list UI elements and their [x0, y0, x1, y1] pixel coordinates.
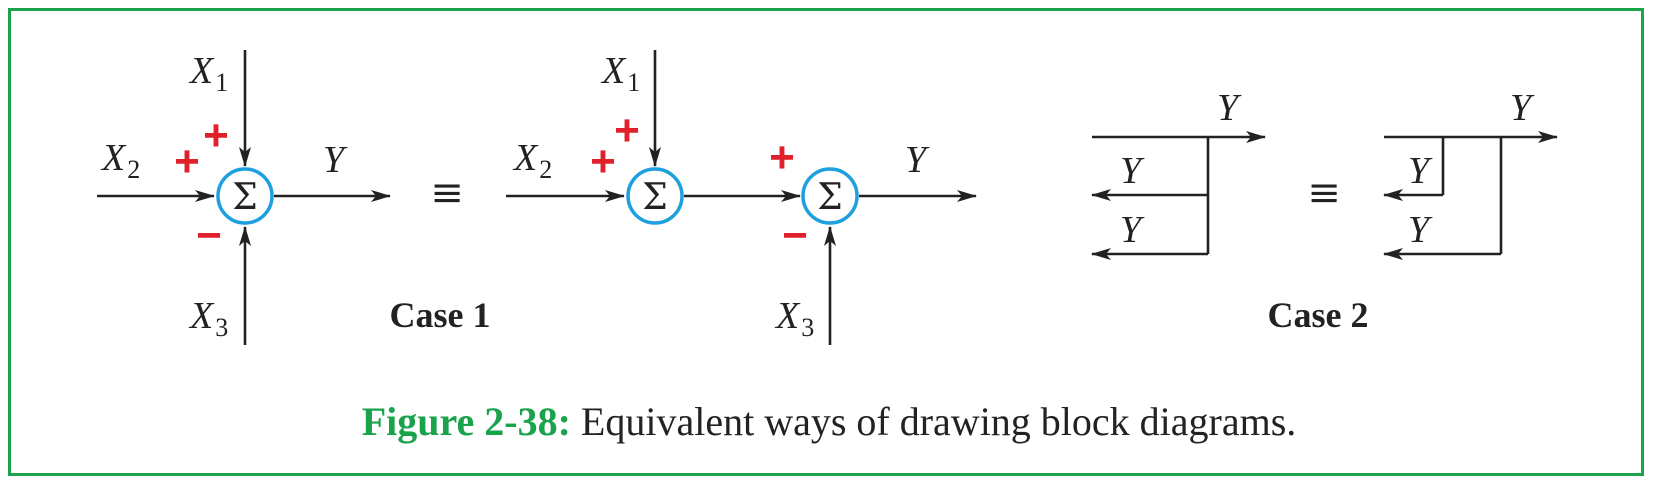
summing-junction-2	[801, 167, 859, 225]
case1-label: Case 1	[390, 295, 491, 335]
plus-sign-x2-b: +	[590, 137, 616, 186]
figure-caption: Figure 2-38: Equivalent ways of drawing …	[0, 398, 1658, 445]
case2-single-takeoff: Y Y Y	[1091, 87, 1266, 260]
y-label-branch-2-b: Y	[1408, 209, 1433, 251]
plus-sign-x2: +	[174, 137, 200, 186]
equivalence-symbol-case1: ≡	[430, 170, 464, 216]
x3-label-b: X3	[774, 295, 814, 342]
x2-label: X2	[100, 137, 140, 184]
y-label-b: Y	[905, 139, 930, 181]
caption-text: Equivalent ways of drawing block diagram…	[580, 399, 1297, 444]
equivalence-symbol-case2: ≡	[1307, 170, 1341, 216]
plus-sign-x1-b: +	[614, 106, 640, 155]
case2-two-takeoffs: Y Y Y	[1383, 87, 1558, 260]
sigma-symbol: Σ	[232, 177, 257, 218]
plus-sign-summer2: +	[769, 133, 795, 182]
case1-two-summers: Σ Σ X1 X2 X3 Y + + + −	[506, 50, 977, 345]
case2-label: Case 2	[1268, 295, 1369, 335]
y-label-branch-1: Y	[1120, 150, 1145, 192]
case1-single-summer: Σ X1 X2 X3 Y + + −	[97, 50, 391, 345]
x3-label: X3	[188, 295, 228, 342]
figure-number: Figure 2-38:	[361, 399, 571, 444]
summing-junction-1	[626, 167, 684, 225]
x1-label: X1	[188, 50, 228, 97]
y-label-main: Y	[1217, 87, 1242, 129]
summing-junction	[216, 167, 274, 225]
y-label-branch-2: Y	[1120, 209, 1145, 251]
minus-sign-x3-b: −	[782, 211, 808, 260]
x1-label-b: X1	[600, 50, 640, 97]
plus-sign-x1: +	[203, 111, 229, 160]
y-label-main-b: Y	[1510, 87, 1535, 129]
x2-label-b: X2	[512, 137, 552, 184]
sigma-symbol-2: Σ	[817, 177, 842, 218]
sigma-symbol-1: Σ	[642, 177, 667, 218]
minus-sign-x3: −	[196, 211, 222, 260]
y-label: Y	[323, 139, 348, 181]
y-label-branch-1-b: Y	[1408, 150, 1433, 192]
